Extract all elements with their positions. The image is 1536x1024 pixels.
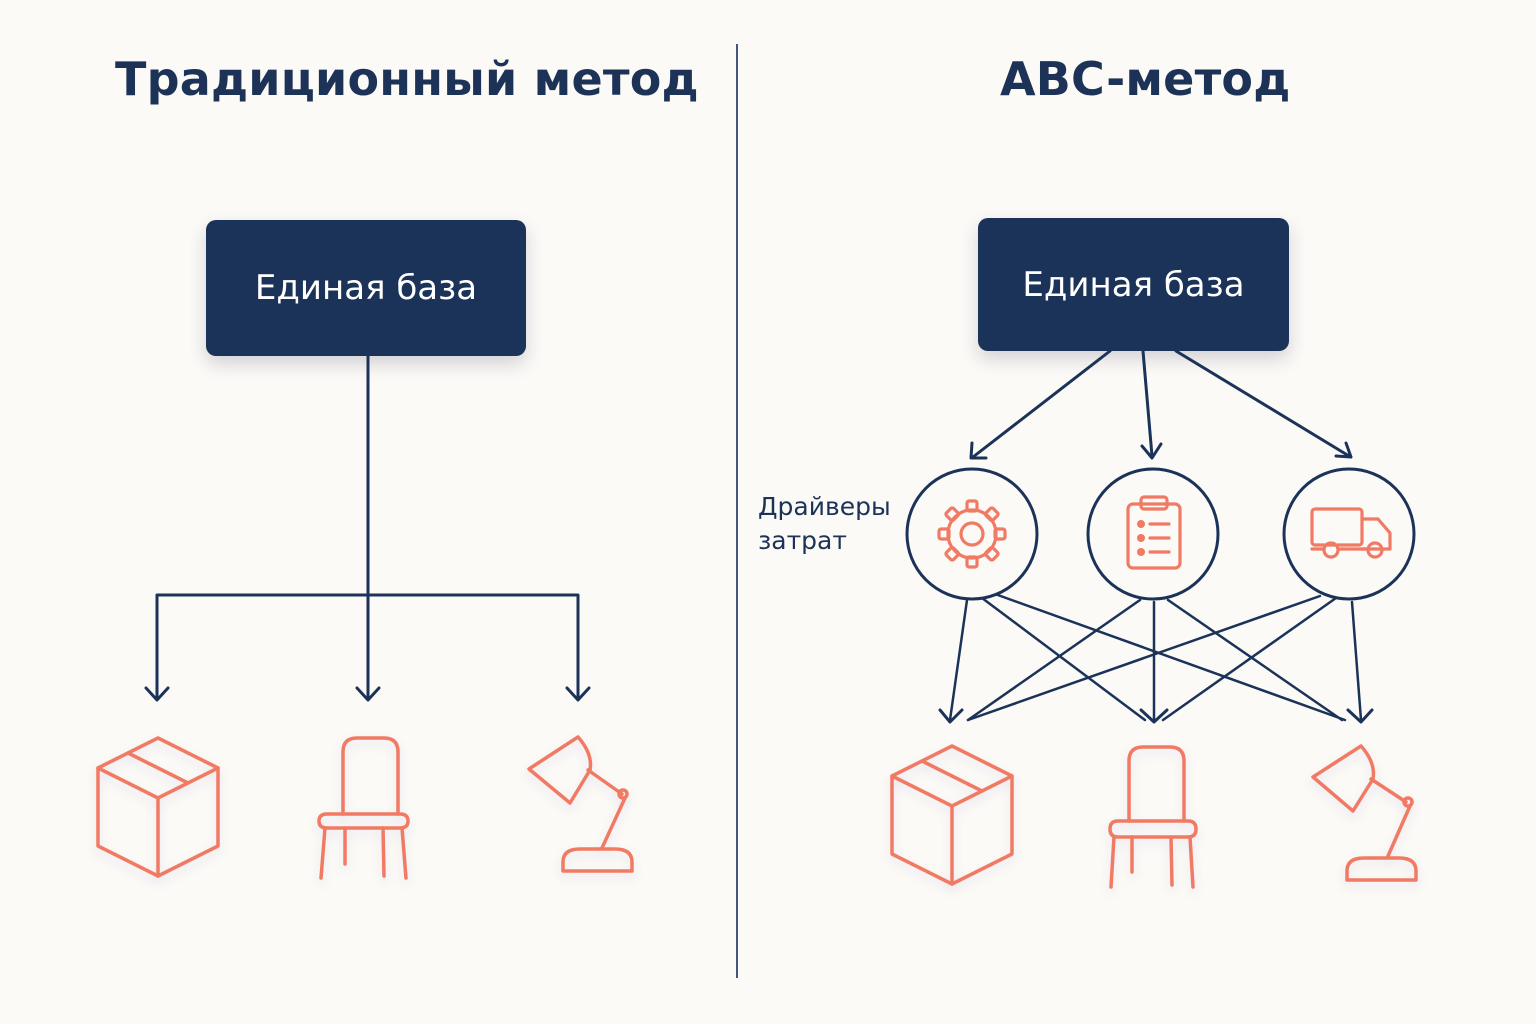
connector-line <box>1350 600 1363 722</box>
branch-line <box>155 593 580 699</box>
single-base-box-abc: Единая база <box>978 218 1289 351</box>
arrowhead <box>1334 441 1353 459</box>
arrowhead <box>938 708 964 724</box>
arrowhead <box>1346 708 1374 724</box>
lamp-icon <box>1311 744 1418 882</box>
abc-driver-connectors <box>948 592 1363 722</box>
arrowhead <box>1139 708 1169 724</box>
arrowhead <box>565 686 591 702</box>
box-icon <box>890 744 1014 886</box>
connector-line <box>1141 349 1154 458</box>
connector-line <box>966 594 1322 722</box>
abc-method-title: ABC-метод <box>1000 52 1291 106</box>
clipboard-icon <box>1126 495 1182 570</box>
gear-icon <box>937 499 1007 569</box>
connector-line <box>948 598 969 722</box>
arrowhead <box>969 441 988 460</box>
arrowhead <box>355 686 381 702</box>
traditional-method-title: Традиционный метод <box>115 52 699 106</box>
connector-line <box>1161 596 1338 722</box>
driver-circle-truck <box>1282 467 1416 601</box>
connector-line <box>993 592 1347 722</box>
lamp-icon <box>527 735 634 873</box>
connector-line <box>1174 349 1351 458</box>
abc-product-arrowheads <box>938 708 1374 724</box>
box-icon <box>96 736 220 878</box>
connector-line <box>1166 598 1344 722</box>
chair-icon <box>317 736 410 880</box>
driver-circle-clipboard <box>1086 467 1220 601</box>
truck-icon <box>1310 507 1392 559</box>
chair-icon <box>1108 745 1198 889</box>
single-base-label: Единая база <box>254 268 478 308</box>
connector-line <box>966 598 1142 722</box>
single-base-box-traditional: Единая база <box>206 220 526 356</box>
panel-divider <box>736 44 738 978</box>
abc-base-connectors <box>969 349 1353 460</box>
connector-line <box>971 349 1112 459</box>
single-base-label: Единая база <box>1022 264 1245 305</box>
arrowhead <box>1140 442 1163 460</box>
traditional-connectors <box>144 354 591 702</box>
driver-circle-gear <box>905 467 1039 601</box>
cost-drivers-label: Драйверы затрат <box>758 492 891 555</box>
connector-line <box>980 596 1147 722</box>
arrowhead <box>144 686 170 702</box>
